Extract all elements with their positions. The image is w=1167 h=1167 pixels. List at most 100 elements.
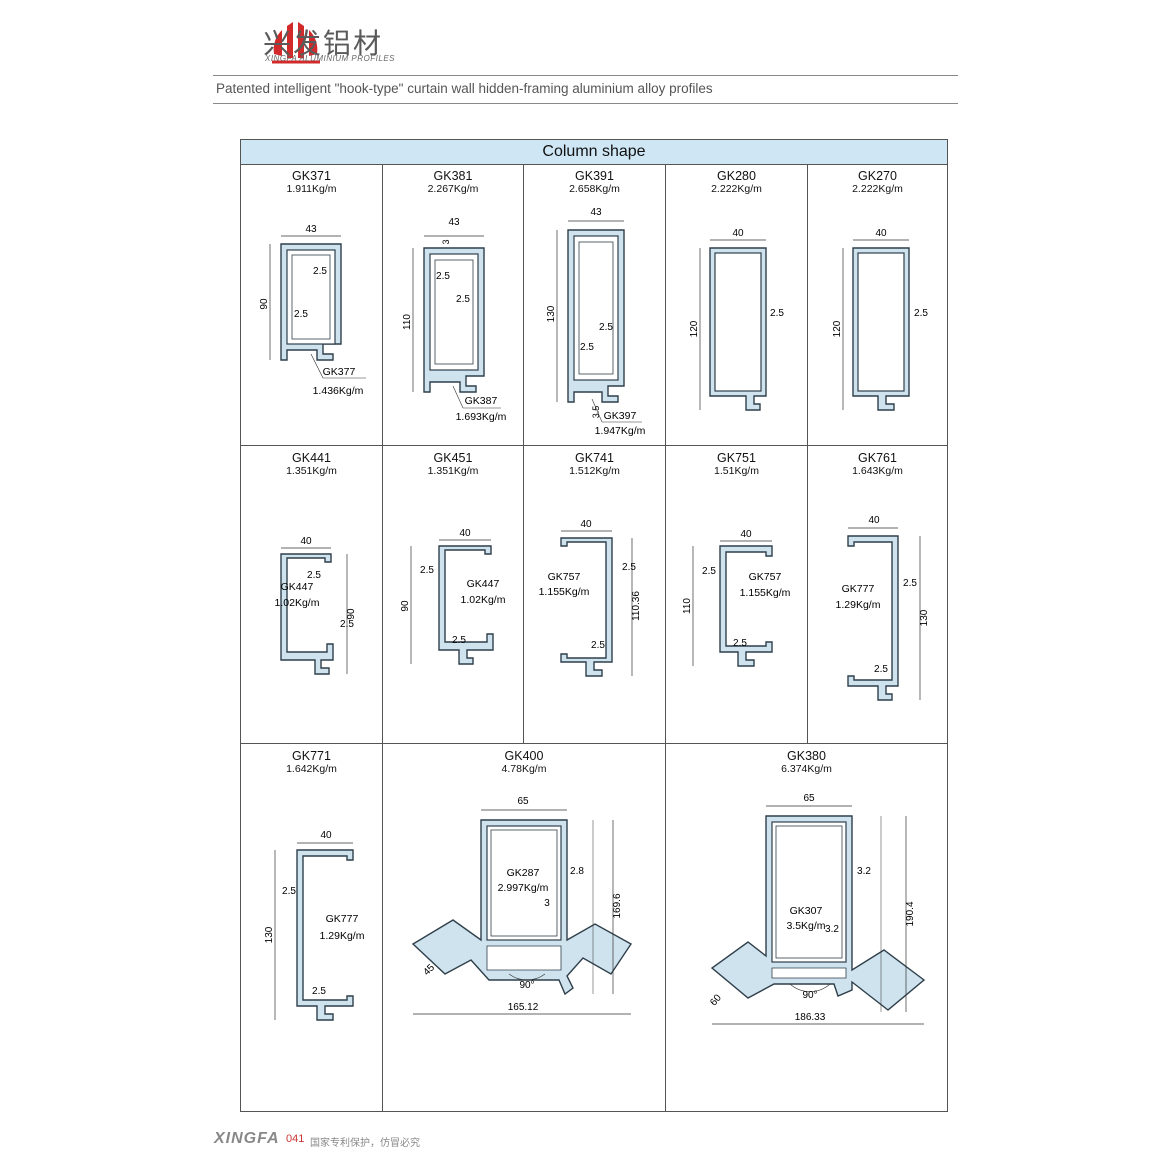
- svg-text:GK287: GK287: [507, 867, 540, 879]
- svg-text:2.5: 2.5: [436, 271, 450, 282]
- svg-text:3.2: 3.2: [825, 924, 839, 935]
- profile-cell-gk751: GK751 1.51Kg/m 40 110 2.5 2.5 GK757 1.15…: [666, 446, 807, 743]
- svg-text:165.12: 165.12: [508, 1002, 539, 1013]
- svg-text:2.5: 2.5: [903, 578, 917, 589]
- profile-cell-gk441: GK441 1.351Kg/m 40 90 2.5 2.5 GK447 1.02…: [241, 446, 382, 743]
- gk380-drawing: 65 190.4 3.2 3.2 60 90° 186.33 GK307 3.5…: [708, 793, 926, 1025]
- col-divider: [382, 743, 383, 1111]
- profile-cell-gk761: GK761 1.643Kg/m 40 130 2.5 2.5 GK777 1.2…: [808, 446, 947, 743]
- svg-text:GK777: GK777: [326, 913, 359, 925]
- svg-text:90: 90: [346, 608, 357, 620]
- col-divider: [523, 164, 524, 743]
- svg-text:3.2: 3.2: [857, 866, 871, 877]
- svg-text:1.155Kg/m: 1.155Kg/m: [740, 587, 791, 599]
- header-rule-top: [213, 75, 958, 76]
- svg-text:2.5: 2.5: [591, 640, 605, 651]
- profile-weight: 1.911Kg/m: [286, 183, 337, 195]
- profile-code: GK751: [717, 451, 756, 465]
- profile-code: GK371: [292, 169, 331, 183]
- svg-text:40: 40: [300, 536, 312, 547]
- svg-text:186.33: 186.33: [795, 1012, 826, 1023]
- svg-text:1.02Kg/m: 1.02Kg/m: [275, 597, 320, 609]
- svg-text:1.29Kg/m: 1.29Kg/m: [836, 599, 881, 611]
- profile-weight: 1.351Kg/m: [286, 465, 337, 477]
- gk391-drawing: 43 130 2.5 2.5 3.5 GK397 1.947Kg/m: [546, 207, 646, 437]
- page-number: 041: [286, 1133, 305, 1145]
- svg-text:3: 3: [441, 239, 451, 244]
- gk441-drawing: 40 90 2.5 2.5 GK447 1.02Kg/m: [275, 536, 357, 675]
- svg-text:GK377: GK377: [323, 366, 356, 378]
- svg-text:GK757: GK757: [548, 571, 581, 583]
- svg-text:2.5: 2.5: [452, 635, 466, 646]
- profile-cell-gk280: GK280 2.222Kg/m 40 120 2.5: [666, 164, 807, 445]
- profile-code: GK741: [575, 451, 614, 465]
- profile-cell-gk270: GK270 2.222Kg/m 40 120 2.5: [808, 164, 947, 445]
- profile-weight: 2.222Kg/m: [852, 183, 903, 195]
- svg-text:2.5: 2.5: [580, 342, 594, 353]
- col-divider: [807, 164, 808, 743]
- svg-text:2.5: 2.5: [874, 664, 888, 675]
- gk400-drawing: 65 169.6 2.8 3 45 90° 165.12 GK287 2.997…: [411, 796, 633, 1015]
- svg-text:120: 120: [832, 320, 843, 337]
- header-rule-bottom: [213, 103, 958, 104]
- svg-text:2.5: 2.5: [420, 565, 434, 576]
- profile-weight: 4.78Kg/m: [501, 763, 547, 775]
- svg-text:40: 40: [875, 228, 887, 239]
- svg-text:2.5: 2.5: [622, 562, 636, 573]
- profile-weight: 2.222Kg/m: [711, 183, 762, 195]
- svg-text:2.5: 2.5: [340, 619, 354, 630]
- profile-code: GK381: [433, 169, 473, 183]
- svg-text:43: 43: [448, 217, 460, 228]
- profile-cell-gk381: GK381 2.267Kg/m 43 3 110 2.5 2.5 GK387 1…: [383, 164, 523, 445]
- profile-code: GK391: [575, 169, 614, 183]
- gk280-drawing: 40 120 2.5: [689, 228, 784, 411]
- row-divider: [241, 445, 947, 446]
- brand-name-en: XINGFA ALUMINIUM PROFILES: [265, 54, 395, 63]
- svg-text:GK447: GK447: [281, 581, 314, 593]
- profile-code: GK451: [433, 451, 473, 465]
- profile-code: GK280: [717, 169, 756, 183]
- gk371-drawing: 43 90 2.5 2.5 GK377 1.436Kg/m: [259, 224, 366, 397]
- table-title: Column shape: [241, 140, 947, 165]
- gk451-drawing: 40 90 2.5 2.5 GK447 1.02Kg/m: [400, 528, 506, 665]
- svg-text:1.155Kg/m: 1.155Kg/m: [539, 586, 590, 598]
- svg-text:1.02Kg/m: 1.02Kg/m: [461, 594, 506, 606]
- profile-code: GK441: [292, 451, 331, 465]
- svg-text:GK307: GK307: [790, 905, 823, 917]
- gk381-drawing: 43 3 110 2.5 2.5 GK387 1.693Kg/m: [402, 217, 507, 423]
- svg-text:90: 90: [259, 298, 270, 310]
- svg-text:3: 3: [544, 898, 550, 909]
- gk270-drawing: 40 120 2.5: [832, 228, 928, 411]
- svg-text:1.436Kg/m: 1.436Kg/m: [313, 385, 364, 397]
- svg-text:130: 130: [919, 609, 930, 626]
- svg-text:2.5: 2.5: [294, 309, 308, 320]
- gk761-drawing: 40 130 2.5 2.5 GK777 1.29Kg/m: [836, 515, 930, 701]
- profile-weight: 6.374Kg/m: [781, 763, 832, 775]
- svg-text:190.4: 190.4: [905, 901, 916, 926]
- profile-weight: 1.351Kg/m: [427, 465, 479, 477]
- svg-text:110: 110: [402, 314, 413, 330]
- svg-text:2.5: 2.5: [914, 308, 928, 319]
- svg-text:169.6: 169.6: [612, 893, 623, 918]
- svg-text:2.5: 2.5: [770, 308, 784, 319]
- svg-text:40: 40: [320, 830, 332, 841]
- svg-text:65: 65: [803, 793, 815, 804]
- profile-cell-gk400: GK400 4.78Kg/m 65 169.6 2.8 3 45 90° 165…: [383, 744, 665, 1111]
- svg-text:2.5: 2.5: [456, 294, 470, 305]
- svg-text:40: 40: [740, 529, 752, 540]
- svg-text:2.5: 2.5: [312, 986, 326, 997]
- svg-text:2.997Kg/m: 2.997Kg/m: [498, 882, 549, 894]
- profile-cell-gk741: GK741 1.512Kg/m 40 110.36 2.5 2.5 GK757 …: [524, 446, 665, 743]
- profile-table: Column shape GK371 1.911Kg/m 43 90 2.5 2…: [240, 139, 948, 1112]
- profile-weight: 1.643Kg/m: [852, 465, 903, 477]
- svg-text:40: 40: [459, 528, 471, 539]
- svg-text:2.5: 2.5: [599, 322, 613, 333]
- svg-text:110: 110: [682, 598, 693, 614]
- profile-weight: 2.658Kg/m: [569, 183, 620, 195]
- gk751-drawing: 40 110 2.5 2.5 GK757 1.155Kg/m: [682, 529, 791, 667]
- svg-text:60: 60: [708, 992, 724, 1008]
- footer-brand: XINGFA: [214, 1130, 280, 1147]
- profile-cell-gk451: GK451 1.351Kg/m 40 90 2.5 2.5 GK447 1.02…: [383, 446, 523, 743]
- profile-code: GK400: [504, 749, 544, 763]
- svg-text:40: 40: [580, 519, 592, 530]
